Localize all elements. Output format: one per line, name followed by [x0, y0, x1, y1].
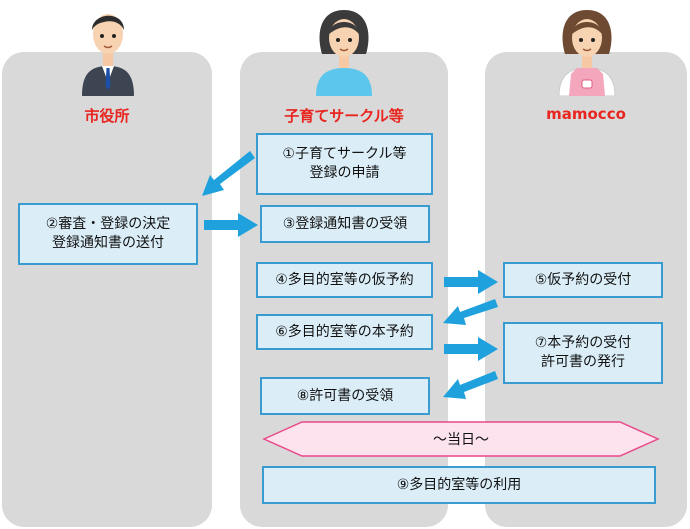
step-2-review: ②審査・登録の決定 登録通知書の送付: [18, 203, 198, 265]
day-of-banner: [262, 421, 660, 457]
lane-city: [2, 52, 212, 527]
step-7-accept-final: ⑦本予約の受付 許可書の発行: [503, 322, 663, 384]
arrow-5-to-6: [443, 299, 498, 325]
step-3-receive-notice: ③登録通知書の受領: [260, 205, 430, 243]
day-of-label: 〜当日〜: [433, 432, 489, 448]
woman-apron-icon: [558, 10, 616, 96]
arrow-6-to-7: [444, 337, 498, 361]
step-9-use-facility: ⑨多目的室等の利用: [262, 466, 656, 504]
woman-icon: [316, 10, 372, 96]
lane-label-mamocco: mamocco: [546, 105, 626, 123]
step-8-receive-permit: ⑧許可書の受領: [260, 377, 430, 415]
lane-label-city: 市役所: [84, 107, 130, 125]
businessman-icon: [82, 14, 134, 96]
arrow-2-to-3: [204, 213, 258, 237]
lane-label-circle: 子育てサークル等: [284, 107, 404, 125]
arrow-1-to-2: [202, 151, 255, 196]
step-5-accept-provisional: ⑤仮予約の受付: [503, 262, 663, 298]
arrow-7-to-8: [443, 371, 498, 399]
step-1-application: ①子育てサークル等 登録の申請: [256, 133, 433, 195]
step-6-final-booking: ⑥多目的室等の本予約: [256, 314, 433, 350]
step-4-provisional-booking: ④多目的室等の仮予約: [256, 262, 433, 298]
arrow-4-to-5: [444, 270, 498, 294]
